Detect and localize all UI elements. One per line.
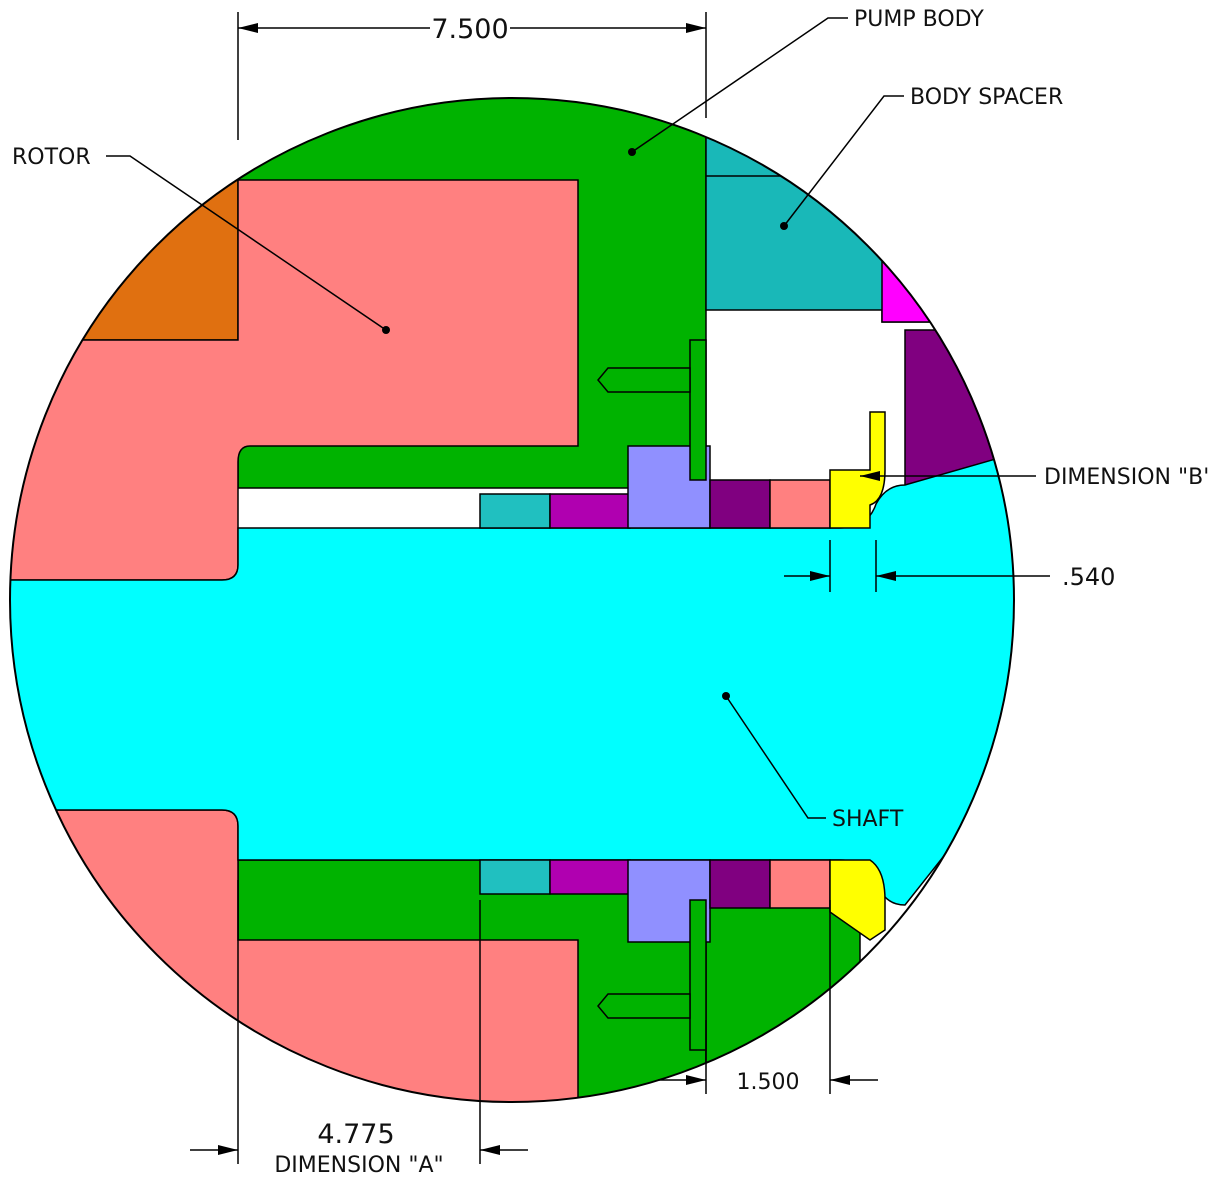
seal-purple-top [709,479,771,529]
dimension-bottom-right-value: 1.500 [737,1070,800,1095]
detail-circle-outline [9,97,1015,1103]
label-pump-body: PUMP BODY [854,7,984,32]
gland-yellow-top [829,411,886,529]
dimension-bottom-right: 1.500 [658,900,878,1095]
dimension-top: 7.500 [237,12,707,140]
label-dimension-b: DIMENSION "B' [1044,465,1209,490]
seal-housing-right [904,329,1014,491]
leader-shaft: SHAFT [722,692,904,832]
seal-sleeve-teal-bottom [479,859,551,895]
leader-body-spacer: BODY SPACER [780,85,1063,230]
label-shaft: SHAFT [832,807,904,832]
leader-pump-body: PUMP BODY [628,7,984,156]
plate-upper [689,339,707,481]
bolt-lower [597,993,691,1019]
seal-sleeve-teal-top [479,493,551,529]
leader-rotor: ROTOR [12,145,390,334]
seal-salmon-top [769,479,831,529]
seal-salmon-bottom [769,859,831,909]
shaft [10,451,1014,906]
seal-magenta-bottom [549,859,631,895]
dimension-right-value: .540 [1062,563,1115,591]
label-rotor: ROTOR [12,145,91,170]
pink-part [881,241,1014,323]
leader-dimension-b: DIMENSION "B' [860,465,1209,490]
plate-lower [689,899,707,1051]
dimension-right: .540 [784,540,1115,592]
dimension-bottom-left: 4.775 DIMENSION "A" [190,880,528,1178]
body-spacer [705,98,1014,323]
rotor-outer [10,149,239,341]
label-body-spacer: BODY SPACER [910,85,1063,110]
seal-purple-bottom [709,859,771,909]
gland-yellow-bottom [829,859,886,941]
seal-magenta-top [549,493,631,529]
dimension-top-value: 7.500 [431,14,508,45]
label-dimension-a: DIMENSION "A" [274,1153,443,1177]
bolt-upper [597,367,691,393]
dimension-bottom-left-value: 4.775 [317,1119,394,1150]
